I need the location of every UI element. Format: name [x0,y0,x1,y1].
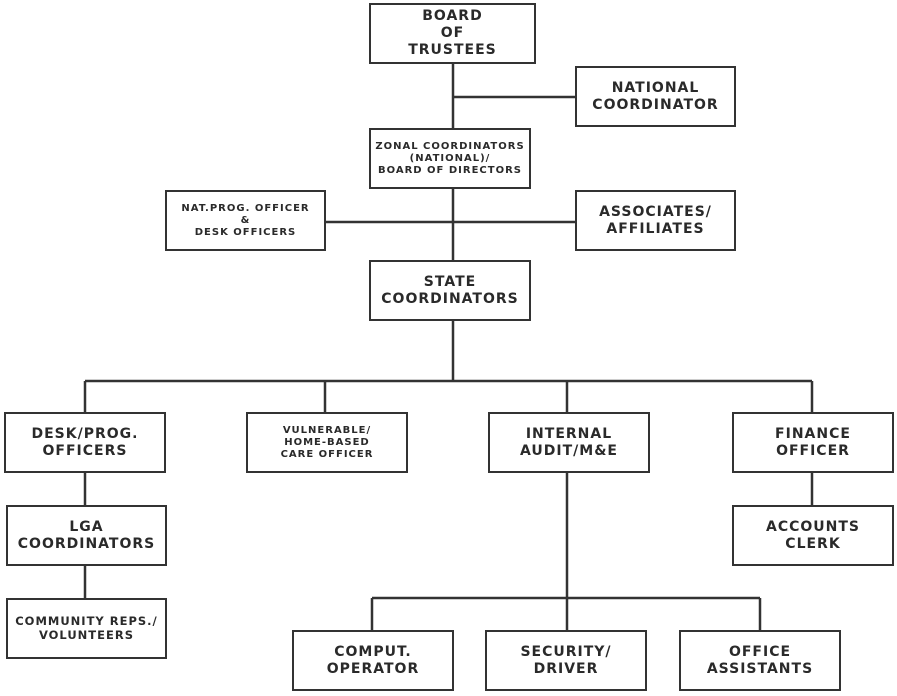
node-comput-operator: COMPUT. OPERATOR [292,630,454,691]
node-associates-affiliates: ASSOCIATES/ AFFILIATES [575,190,736,251]
node-finance-officer: FINANCE OFFICER [732,412,894,473]
node-state-coordinators: STATE COORDINATORS [369,260,531,321]
node-board-of-trustees: BOARD OF TRUSTEES [369,3,536,64]
node-security-driver: SECURITY/ DRIVER [485,630,647,691]
node-zonal-coordinators: ZONAL COORDINATORS (NATIONAL)/ BOARD OF … [369,128,531,189]
node-vulnerable-care-officer: VULNERABLE/ HOME-BASED CARE OFFICER [246,412,408,473]
node-accounts-clerk: ACCOUNTS CLERK [732,505,894,566]
node-desk-prog-officers: DESK/PROG. OFFICERS [4,412,166,473]
node-national-coordinator: NATIONAL COORDINATOR [575,66,736,127]
node-nat-prog-officer: NAT.PROG. OFFICER & DESK OFFICERS [165,190,326,251]
node-community-reps: COMMUNITY REPS./ VOLUNTEERS [6,598,167,659]
node-lga-coordinators: LGA COORDINATORS [6,505,167,566]
node-internal-audit: INTERNAL AUDIT/M&E [488,412,650,473]
node-office-assistants: OFFICE ASSISTANTS [679,630,841,691]
